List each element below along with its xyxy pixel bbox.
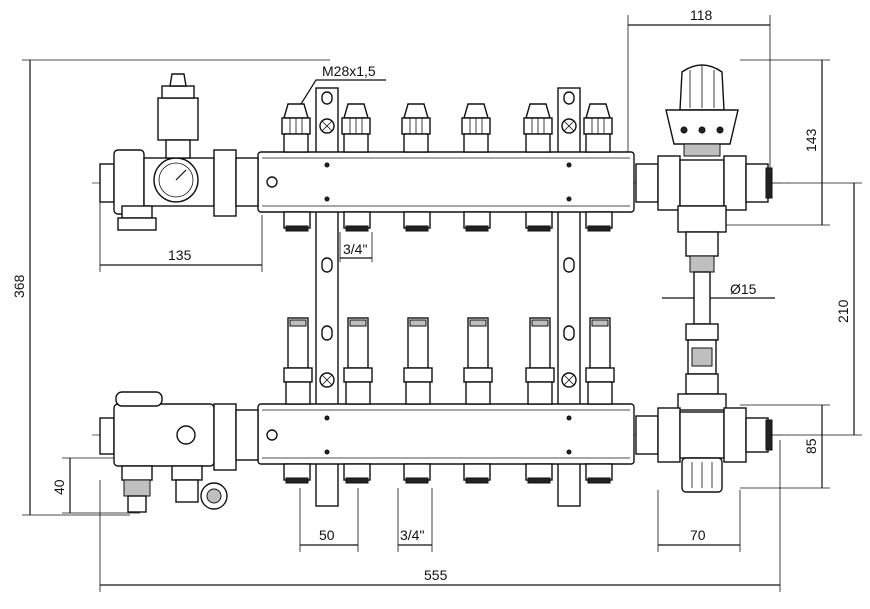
dimension-labels: 118 143 210 85 368 555 135 3/4" Ø15 50 3… — [11, 7, 851, 583]
dim-diameter-15: Ø15 — [730, 281, 757, 297]
dimension-lines — [22, 15, 862, 592]
left-lower-assembly — [99, 391, 259, 513]
flow-meters — [283, 317, 615, 405]
dim-118: 118 — [690, 7, 713, 23]
dim-143: 143 — [803, 128, 819, 152]
dim-50: 50 — [319, 527, 335, 543]
dim-70: 70 — [690, 527, 706, 543]
upper-outlets — [283, 211, 613, 232]
dim-85: 85 — [803, 438, 819, 454]
lower-outlets — [283, 463, 613, 484]
upper-manifold-bar — [257, 151, 635, 213]
dim-135: 135 — [168, 247, 192, 263]
dim-40: 40 — [51, 479, 67, 495]
dim-210: 210 — [835, 299, 851, 323]
left-upper-assembly — [99, 73, 259, 231]
lower-manifold-bar — [257, 403, 635, 465]
right-assembly — [635, 64, 773, 493]
dim-thread-top: 3/4" — [343, 241, 367, 257]
dim-368: 368 — [11, 274, 27, 298]
valve-caps — [281, 103, 613, 153]
bracket-fasteners — [319, 118, 577, 455]
dim-555: 555 — [424, 567, 448, 583]
dim-thread-bottom: 3/4" — [400, 527, 424, 543]
dim-m28: M28x1,5 — [322, 63, 376, 79]
